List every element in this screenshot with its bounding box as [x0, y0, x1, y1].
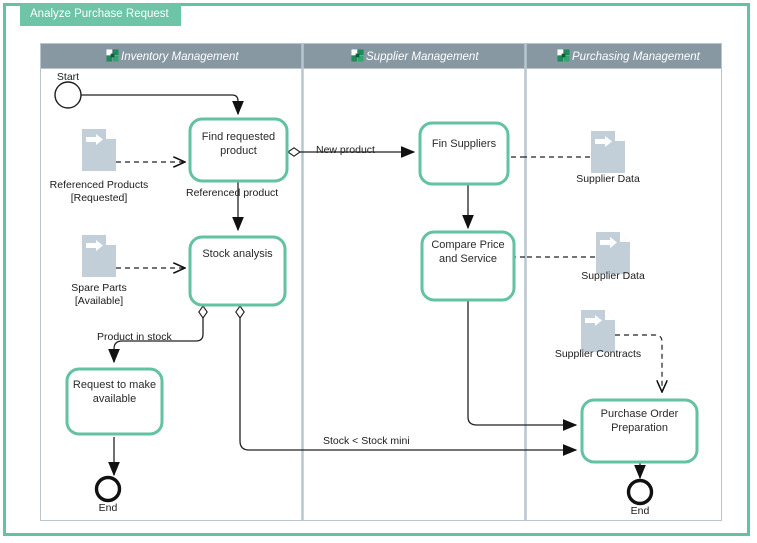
lane-headers: [41, 44, 721, 68]
data-object-spare-parts[interactable]: Spare Parts [Available]: [71, 235, 127, 307]
lane-title-inventory: Inventory Management: [121, 51, 239, 63]
lane-header-inventory[interactable]: Inventory Management: [106, 49, 239, 63]
task-compare-price-and-service[interactable]: Compare Price and Service: [420, 230, 516, 302]
task-label-line2: and Service: [439, 253, 497, 265]
doc-label-line1: Referenced Products: [50, 179, 149, 191]
doc-label-line1: Spare Parts: [71, 282, 126, 294]
task-label-line2: Preparation: [611, 422, 668, 434]
sequence-flows: [81, 94, 646, 480]
task-request-to-make-available[interactable]: Request to make available: [65, 367, 164, 436]
data-object-referenced-products[interactable]: Referenced Products [Requested]: [50, 129, 149, 204]
doc-label-line1: Supplier Data: [581, 270, 645, 282]
event-start-label: Start: [57, 71, 79, 83]
data-object-supplier-contracts[interactable]: Supplier Contracts: [555, 310, 641, 360]
task-label-line1: Purchase Order: [601, 408, 679, 420]
data-object-supplier-data-2[interactable]: Supplier Data: [581, 232, 645, 282]
doc-label-line2: [Requested]: [71, 192, 128, 204]
lane-header-supplier[interactable]: Supplier Management: [351, 49, 479, 63]
task-label-line2: available: [93, 393, 136, 405]
task-label-line1: Compare Price: [431, 239, 504, 251]
document-icon: [596, 232, 630, 274]
task-purchase-order-preparation[interactable]: Purchase Order Preparation: [580, 398, 699, 464]
event-start[interactable]: Start: [54, 71, 82, 109]
pool: Inventory Management Supplier Management…: [40, 43, 722, 521]
diagram-tab-label: Analyze Purchase Request: [30, 8, 169, 20]
conditional-marker: [287, 147, 301, 157]
event-end-purchasing[interactable]: End: [626, 478, 654, 518]
flow-label-stock-lt-stock-min: Stock < Stock mini: [323, 435, 410, 447]
document-icon: [591, 131, 625, 173]
document-icon: [82, 129, 116, 171]
flow-start-to-find[interactable]: [81, 94, 244, 116]
end-event-circle: [94, 475, 122, 503]
task-label-line1: Stock analysis: [202, 248, 273, 260]
flow-label-new-product: New product: [316, 144, 375, 156]
flow-label-referenced-product: Referenced product: [186, 187, 278, 199]
event-end-inventory-label: End: [99, 502, 118, 514]
task-label-line1: Fin Suppliers: [432, 138, 497, 150]
start-event-circle: [54, 81, 82, 109]
data-object-supplier-data-1[interactable]: Supplier Data: [576, 131, 640, 185]
doc-label-line1: Supplier Data: [576, 173, 640, 185]
task-fin-suppliers[interactable]: Fin Suppliers: [418, 121, 510, 186]
conditional-marker: [235, 305, 245, 319]
flow-stock-to-purchase-order[interactable]: [239, 313, 578, 456]
task-label-line2: product: [220, 145, 257, 157]
lane-title-purchasing: Purchasing Management: [572, 51, 701, 63]
event-end-inventory[interactable]: End: [94, 475, 122, 515]
flow-stock-to-request[interactable]: [108, 313, 204, 364]
task-label-line1: Find requested: [202, 131, 275, 143]
assoc-supplier-contracts[interactable]: [615, 334, 662, 392]
flow-compare-to-purchase-order[interactable]: [467, 300, 578, 431]
document-icon: [82, 235, 116, 277]
event-end-purchasing-label: End: [631, 505, 650, 517]
flow-label-product-in-stock: Product in stock: [97, 331, 172, 343]
task-label-line1: Request to make: [73, 379, 156, 391]
doc-label-line1: Supplier Contracts: [555, 348, 641, 360]
task-find-requested-product[interactable]: Find requested product: [188, 117, 289, 183]
doc-label-line2: [Available]: [75, 295, 123, 307]
task-stock-analysis[interactable]: Stock analysis: [188, 235, 287, 307]
conditional-marker: [198, 305, 208, 319]
document-icon: [581, 310, 615, 352]
lane-header-purchasing[interactable]: Purchasing Management: [557, 49, 701, 63]
lane-title-supplier: Supplier Management: [366, 51, 479, 63]
end-event-circle: [626, 478, 654, 506]
diagram-tab[interactable]: Analyze Purchase Request: [20, 3, 181, 26]
